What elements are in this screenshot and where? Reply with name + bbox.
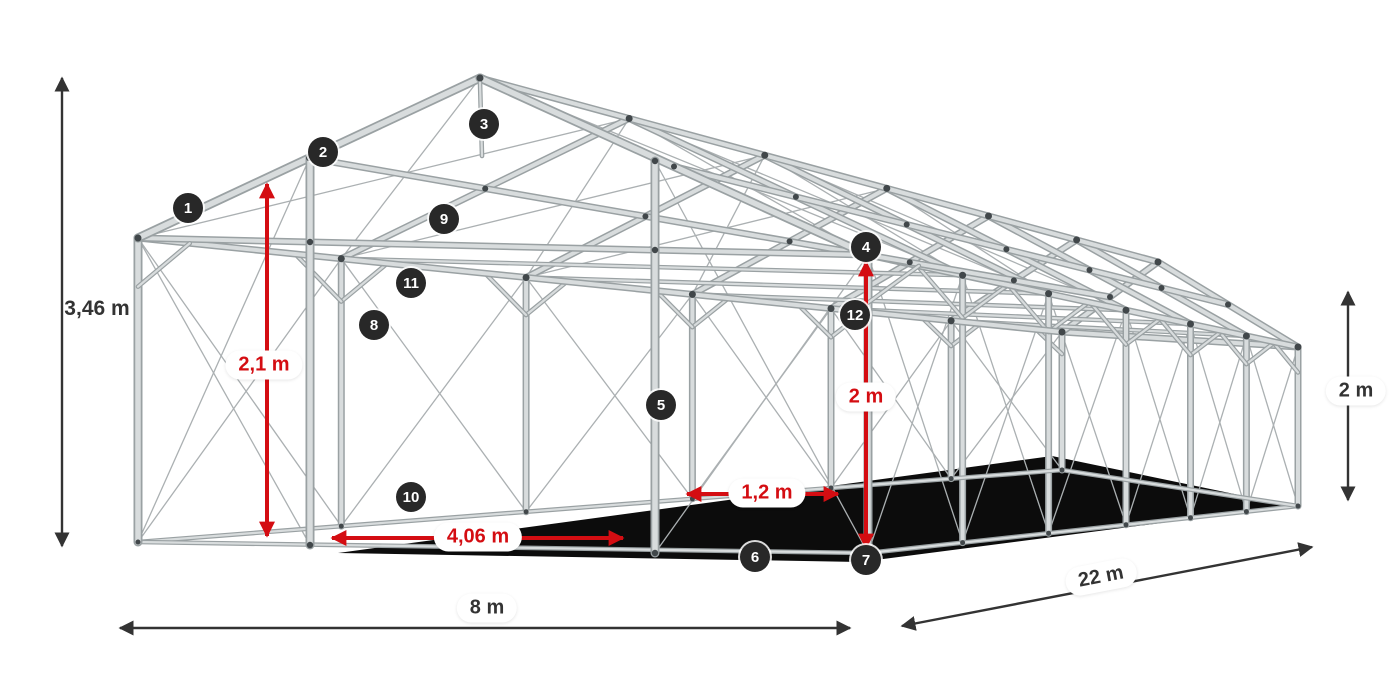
callout-badge-6[interactable]: 6: [740, 542, 770, 572]
dim-label-clear-height: 2,1 m: [225, 350, 303, 380]
callout-badge-12[interactable]: 12: [840, 300, 870, 330]
dim-label-width: 8 m: [456, 593, 518, 623]
callout-badge-11[interactable]: 11: [396, 268, 426, 298]
callout-badge-9[interactable]: 9: [429, 204, 459, 234]
callout-badge-5[interactable]: 5: [646, 390, 676, 420]
callout-badge-4[interactable]: 4: [851, 232, 881, 262]
callout-badge-8[interactable]: 8: [359, 310, 389, 340]
callout-badge-3[interactable]: 3: [469, 109, 499, 139]
callout-badge-2[interactable]: 2: [308, 137, 338, 167]
dim-label-total-height: 3,46 m: [64, 297, 130, 320]
callout-badge-7[interactable]: 7: [851, 545, 881, 575]
dim-label-side-height: 2 m: [835, 382, 897, 412]
dim-label-entrance-width: 4,06 m: [433, 522, 523, 552]
dim-label-bay-spacing: 1,2 m: [728, 478, 806, 508]
dim-label-rear-side-height: 2 m: [1325, 376, 1387, 406]
callout-badge-10[interactable]: 10: [396, 482, 426, 512]
purlins-ridge: [134, 74, 1302, 556]
callout-badge-1[interactable]: 1: [173, 193, 203, 223]
